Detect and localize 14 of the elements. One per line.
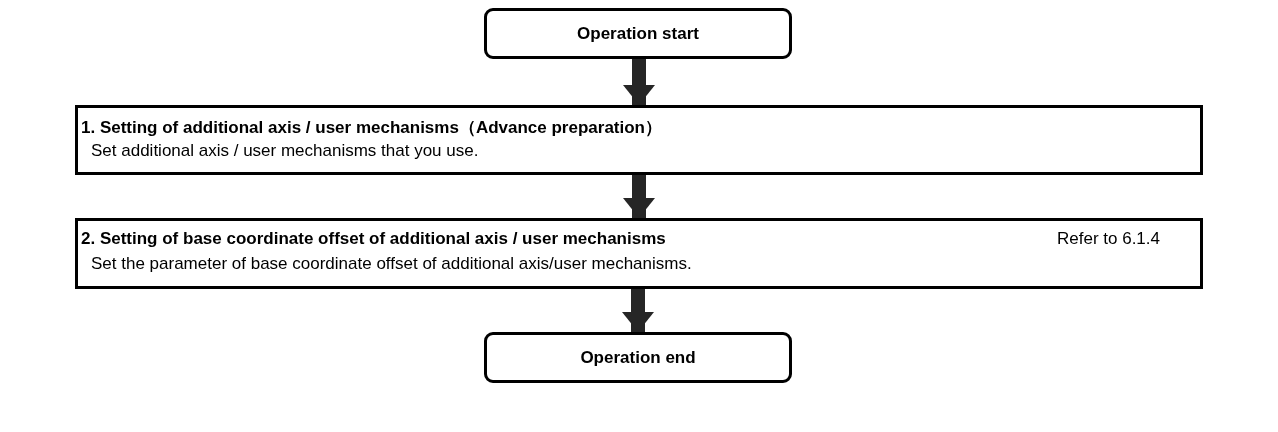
terminal-label: Operation end: [580, 347, 696, 368]
terminal-box: [484, 8, 792, 59]
reference-note: Refer to 6.1.4: [1057, 229, 1160, 249]
arrow: [622, 289, 654, 332]
process-box: [75, 218, 1203, 289]
arrow: [623, 175, 655, 218]
terminal-label: Operation start: [577, 23, 699, 44]
arrow: [623, 59, 655, 105]
step-heading: 1. Setting of additional axis / user mechanisms（Advance preparation）: [81, 117, 662, 139]
step-heading: 2. Setting of base coordinate offset of additional axis / user mechanisms: [81, 229, 666, 249]
step-description: Set additional axis / user mechanisms that you use.: [91, 141, 479, 161]
process-box: [75, 105, 1203, 175]
step-description: Set the parameter of base coordinate offset of additional axis/user mechanisms.: [91, 254, 692, 274]
terminal-box: [484, 332, 792, 383]
